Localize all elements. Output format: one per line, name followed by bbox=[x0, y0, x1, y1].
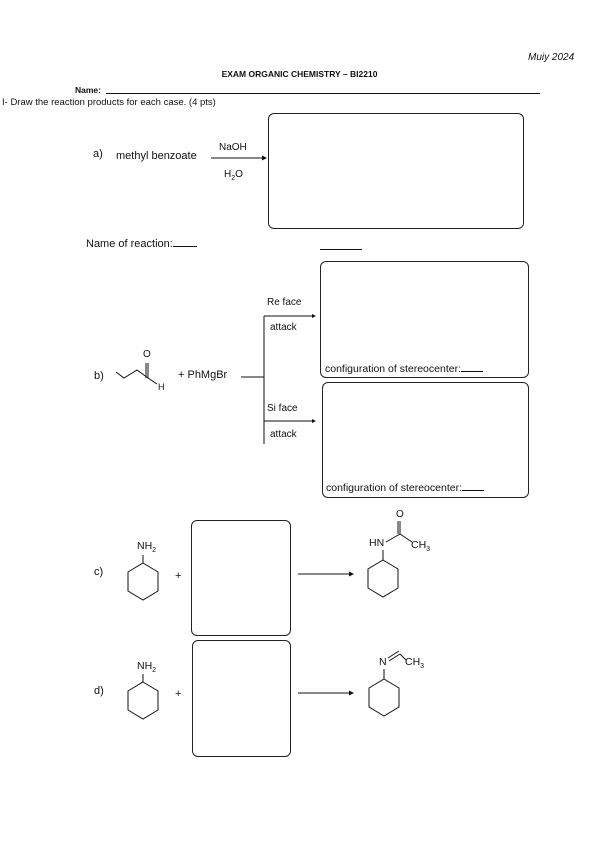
part-a-reactant: methyl benzoate bbox=[116, 150, 197, 162]
part-a-label: a) bbox=[93, 148, 103, 160]
aldehyde-hydrogen: H bbox=[158, 382, 165, 392]
name-of-reaction-blank[interactable] bbox=[320, 249, 362, 250]
si-face-label: Si face bbox=[267, 403, 298, 414]
part-d-answer-box[interactable] bbox=[192, 640, 291, 757]
instructions: I- Draw the reaction products for each c… bbox=[2, 97, 216, 108]
name-line[interactable] bbox=[106, 93, 540, 94]
name-label: Name: bbox=[75, 85, 101, 95]
si-face-attack-label: attack bbox=[270, 429, 297, 440]
part-b-label: b) bbox=[94, 370, 104, 382]
part-c-amine-nh2: NH2 bbox=[137, 540, 157, 555]
carbonyl-oxygen: O bbox=[143, 349, 151, 360]
re-face-answer-box[interactable] bbox=[320, 261, 529, 378]
si-face-configuration-label: configuration of stereocenter: bbox=[326, 482, 484, 494]
re-face-configuration-label: configuration of stereocenter: bbox=[325, 363, 483, 375]
name-of-reaction-label: Name of reaction: bbox=[86, 238, 197, 250]
exam-date: Muiy 2024 bbox=[528, 52, 575, 63]
imine-nitrogen: N bbox=[379, 656, 387, 668]
part-d-amine-nh2: NH2 bbox=[137, 660, 157, 675]
exam-title: EXAM ORGANIC CHEMISTRY – BI2210 bbox=[221, 69, 378, 79]
grignard-reagent: + PhMgBr bbox=[178, 369, 228, 381]
amide-methyl: CH3 bbox=[411, 539, 431, 554]
part-a-answer-box[interactable] bbox=[268, 113, 524, 229]
part-c-plus: + bbox=[175, 570, 182, 582]
amide-oxygen: O bbox=[396, 509, 404, 520]
re-face-label: Re face bbox=[267, 297, 302, 308]
part-c-answer-box[interactable] bbox=[191, 520, 291, 636]
part-d-label: d) bbox=[94, 685, 104, 697]
imine-methyl: CH3 bbox=[405, 656, 425, 671]
part-d-plus: + bbox=[175, 688, 182, 700]
part-a-reagent-top: NaOH bbox=[219, 142, 247, 153]
amide-nh: HN bbox=[369, 537, 385, 549]
part-c-label: c) bbox=[94, 566, 104, 578]
part-a-reagent-bottom: H2O bbox=[224, 169, 243, 182]
si-face-answer-box[interactable] bbox=[322, 382, 529, 498]
re-face-attack-label: attack bbox=[270, 322, 297, 333]
